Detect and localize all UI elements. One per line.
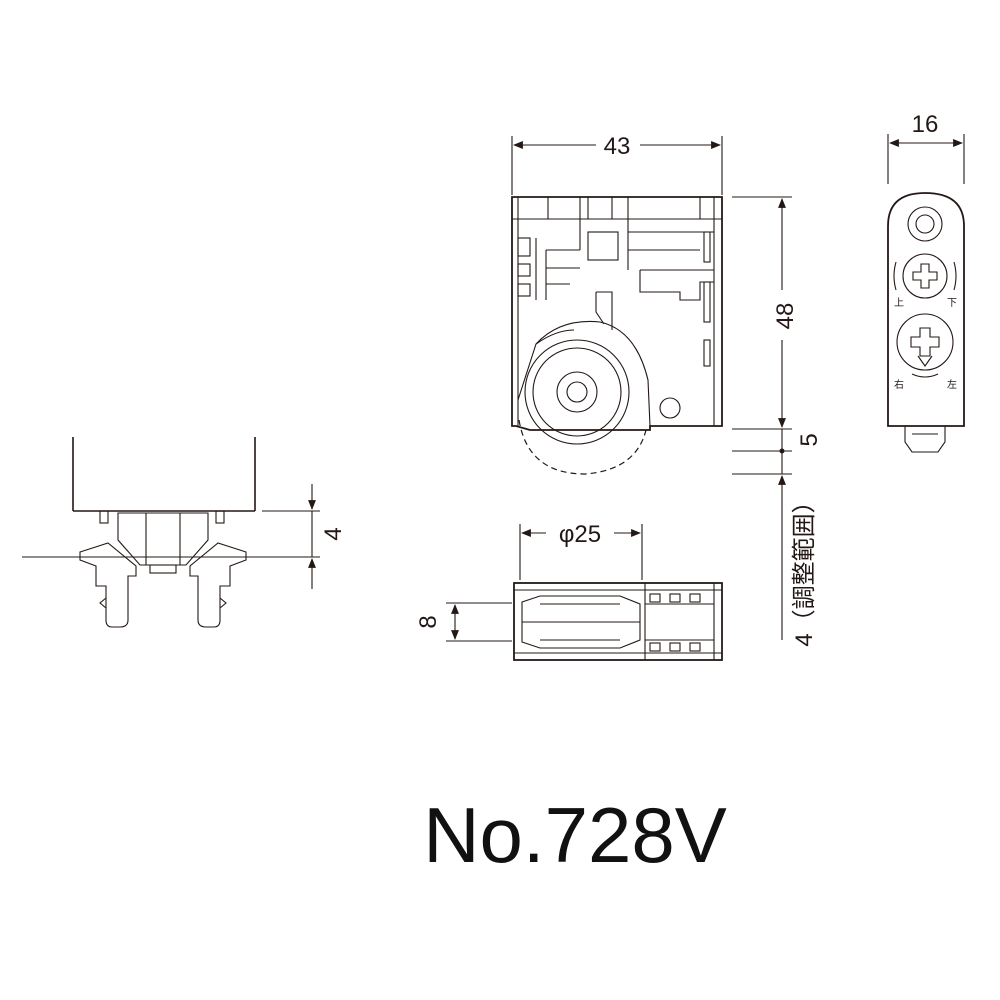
- dimension-adjust: 5 4（調整範囲）: [732, 429, 823, 647]
- mark-down: 下: [947, 298, 957, 309]
- dim-height-label: 48: [772, 303, 799, 330]
- adjust-range-label: 4（調整範囲）: [791, 489, 818, 646]
- dim-thickness-label: 16: [912, 111, 939, 138]
- dim-rail-height-label: 4: [320, 527, 347, 540]
- mark-up: 上: [894, 297, 904, 309]
- model-number: No.728V: [423, 791, 727, 879]
- bottom-view: [513, 582, 723, 661]
- dim-width-label: 43: [604, 133, 631, 160]
- dim-wheel-width-label: 8: [415, 615, 442, 628]
- dim-5-label: 5: [796, 433, 823, 446]
- dimension-wheel-width: 8: [415, 602, 512, 642]
- side-view: 上 下 右 左: [887, 192, 965, 453]
- dimension-thickness: 16: [887, 111, 965, 184]
- mark-right: 右: [894, 378, 904, 391]
- dim-wheel-diameter-label: φ25: [559, 521, 601, 548]
- dimension-wheel-diameter: φ25: [519, 521, 643, 580]
- dimension-rail-height: 4: [262, 484, 347, 589]
- rail-section-view: [22, 437, 300, 628]
- wheel-outline: [524, 339, 630, 445]
- front-view: [511, 196, 723, 475]
- dimension-height: 48: [732, 196, 799, 430]
- mark-left: 左: [947, 378, 957, 391]
- dimension-width: 43: [511, 133, 723, 195]
